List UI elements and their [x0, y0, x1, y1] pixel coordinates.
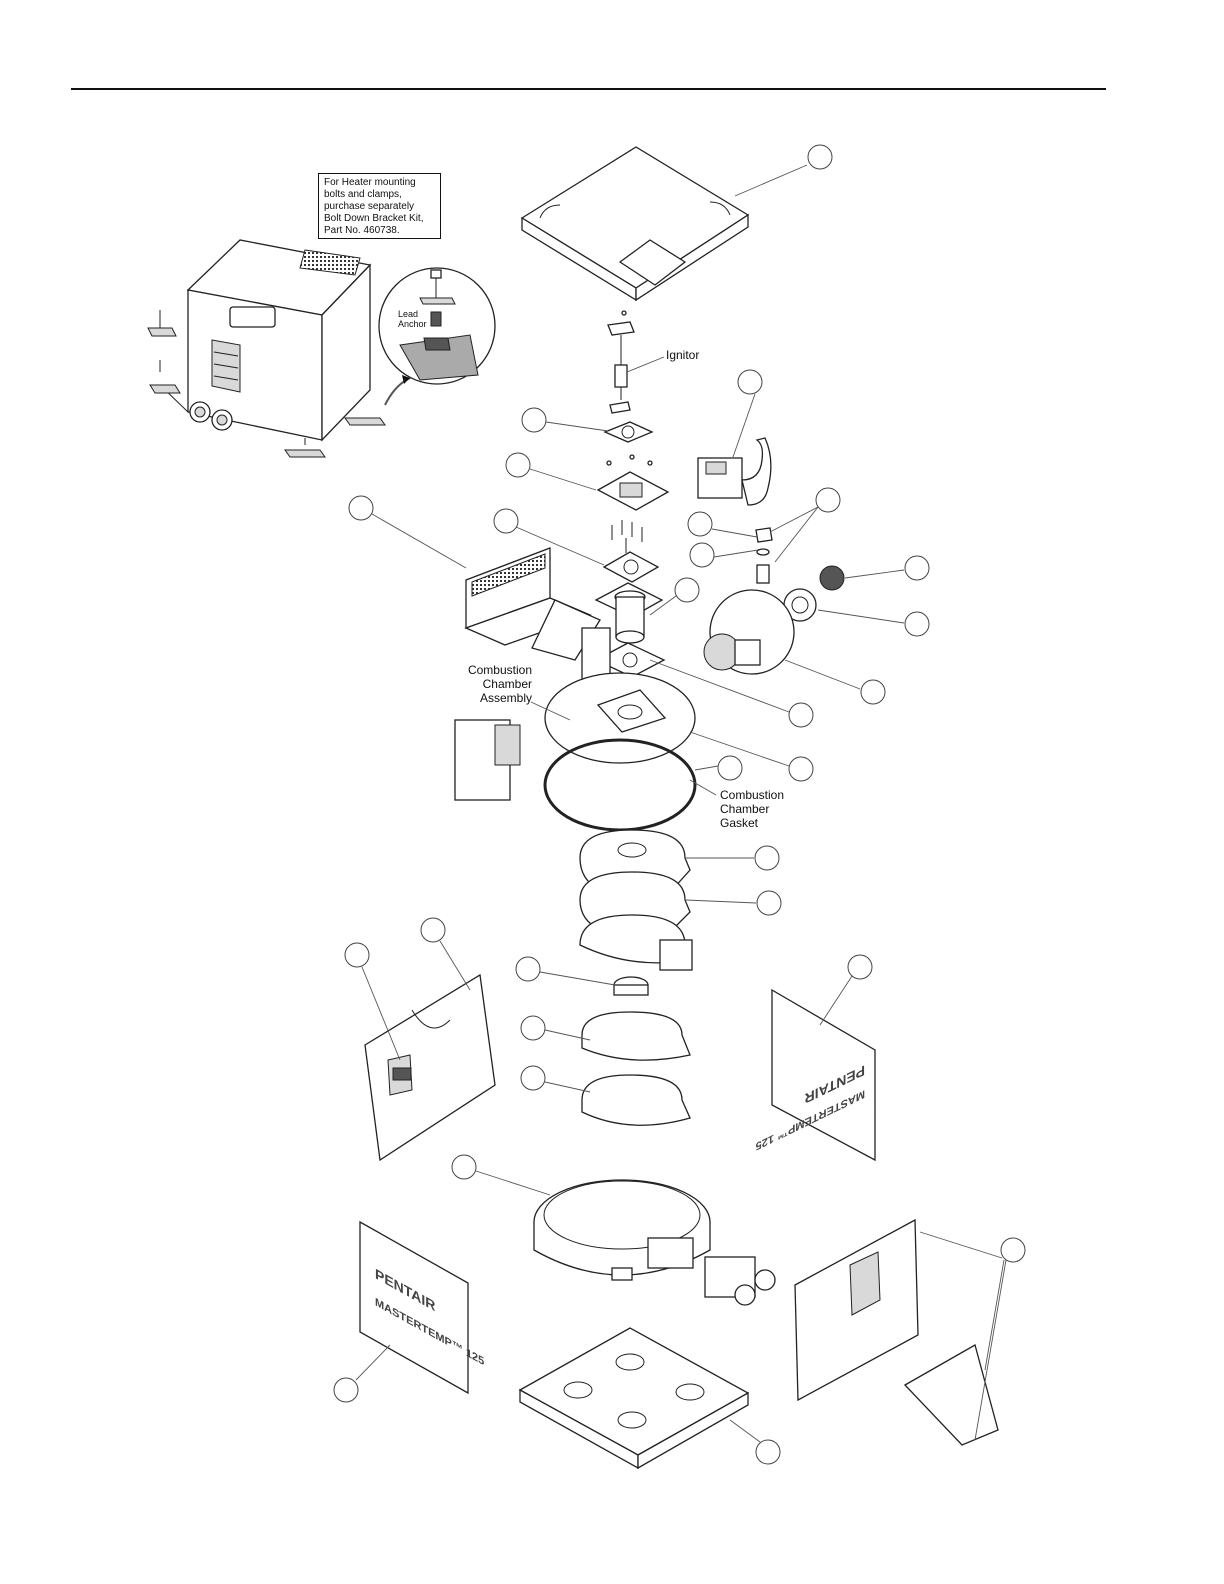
label-line: Anchor	[398, 319, 427, 329]
top-panel	[522, 147, 748, 300]
base-pan	[520, 1328, 748, 1468]
label-line: Combustion	[452, 663, 532, 677]
callout-circle	[452, 1155, 476, 1179]
callout-circle	[718, 756, 742, 780]
label-line: Combustion	[720, 788, 784, 802]
ignitor-leader	[627, 357, 664, 372]
label-line: Lead	[398, 309, 427, 319]
burner-tray	[534, 1180, 710, 1280]
callout-circle	[690, 543, 714, 567]
callout-circle	[334, 1378, 358, 1402]
right-rear-panel	[795, 1220, 998, 1445]
label-line: Chamber	[720, 802, 784, 816]
note-line: For Heater mounting	[324, 177, 435, 189]
insulation-discs	[582, 1012, 690, 1125]
callout-circle	[808, 145, 832, 169]
callout-circle	[349, 496, 373, 520]
callout-circle	[1001, 1238, 1025, 1262]
callout-circle	[421, 918, 445, 942]
callout-circle	[816, 488, 840, 512]
heat-exchanger	[580, 830, 692, 995]
callout-circle	[905, 556, 929, 580]
callout-circle	[522, 408, 546, 432]
label-line: Assembly	[452, 691, 532, 705]
right-front-panel: PENTAIR MASTERTEMP™ 125	[755, 990, 875, 1160]
left-front-panel: PENTAIR MASTERTEMP™ 125	[360, 1222, 485, 1393]
callout-circle	[905, 612, 929, 636]
note-line: Bolt Down Bracket Kit,	[324, 213, 435, 225]
callout-circle	[755, 846, 779, 870]
blower-assembly	[704, 566, 844, 674]
combustion-chamber-gasket-label: Combustion Chamber Gasket	[720, 788, 784, 830]
callout-circle	[516, 957, 540, 981]
callout-circle	[756, 1440, 780, 1464]
callout-circle	[521, 1016, 545, 1040]
callout-circle	[738, 370, 762, 394]
callout-circle	[789, 757, 813, 781]
lead-anchor-label: Lead Anchor	[398, 309, 427, 329]
lead-anchor-detail	[379, 268, 495, 384]
ignitor-label: Ignitor	[666, 348, 699, 362]
callout-circle	[521, 1066, 545, 1090]
note-line: purchase separately	[324, 201, 435, 213]
note-line: Part No. 460738.	[324, 225, 435, 237]
callout-circle	[848, 955, 872, 979]
mounting-kit-note: For Heater mounting bolts and clamps, pu…	[318, 173, 441, 239]
label-line: Chamber	[452, 677, 532, 691]
combustion-chamber-assembly-label: Combustion Chamber Assembly	[452, 663, 532, 705]
callout-circle	[506, 453, 530, 477]
callout-circle	[345, 943, 369, 967]
note-line: bolts and clamps,	[324, 189, 435, 201]
callout-circle	[675, 578, 699, 602]
callout-circle	[861, 680, 885, 704]
callout-circle	[688, 512, 712, 536]
callout-circle	[789, 703, 813, 727]
callout-circle	[757, 891, 781, 915]
label-line: Gasket	[720, 816, 784, 830]
assembled-heater	[148, 240, 410, 457]
left-side-panel	[365, 975, 495, 1160]
ignitor-stack	[596, 311, 668, 677]
lower-gas-valve	[705, 1257, 775, 1305]
callout-circle	[494, 509, 518, 533]
